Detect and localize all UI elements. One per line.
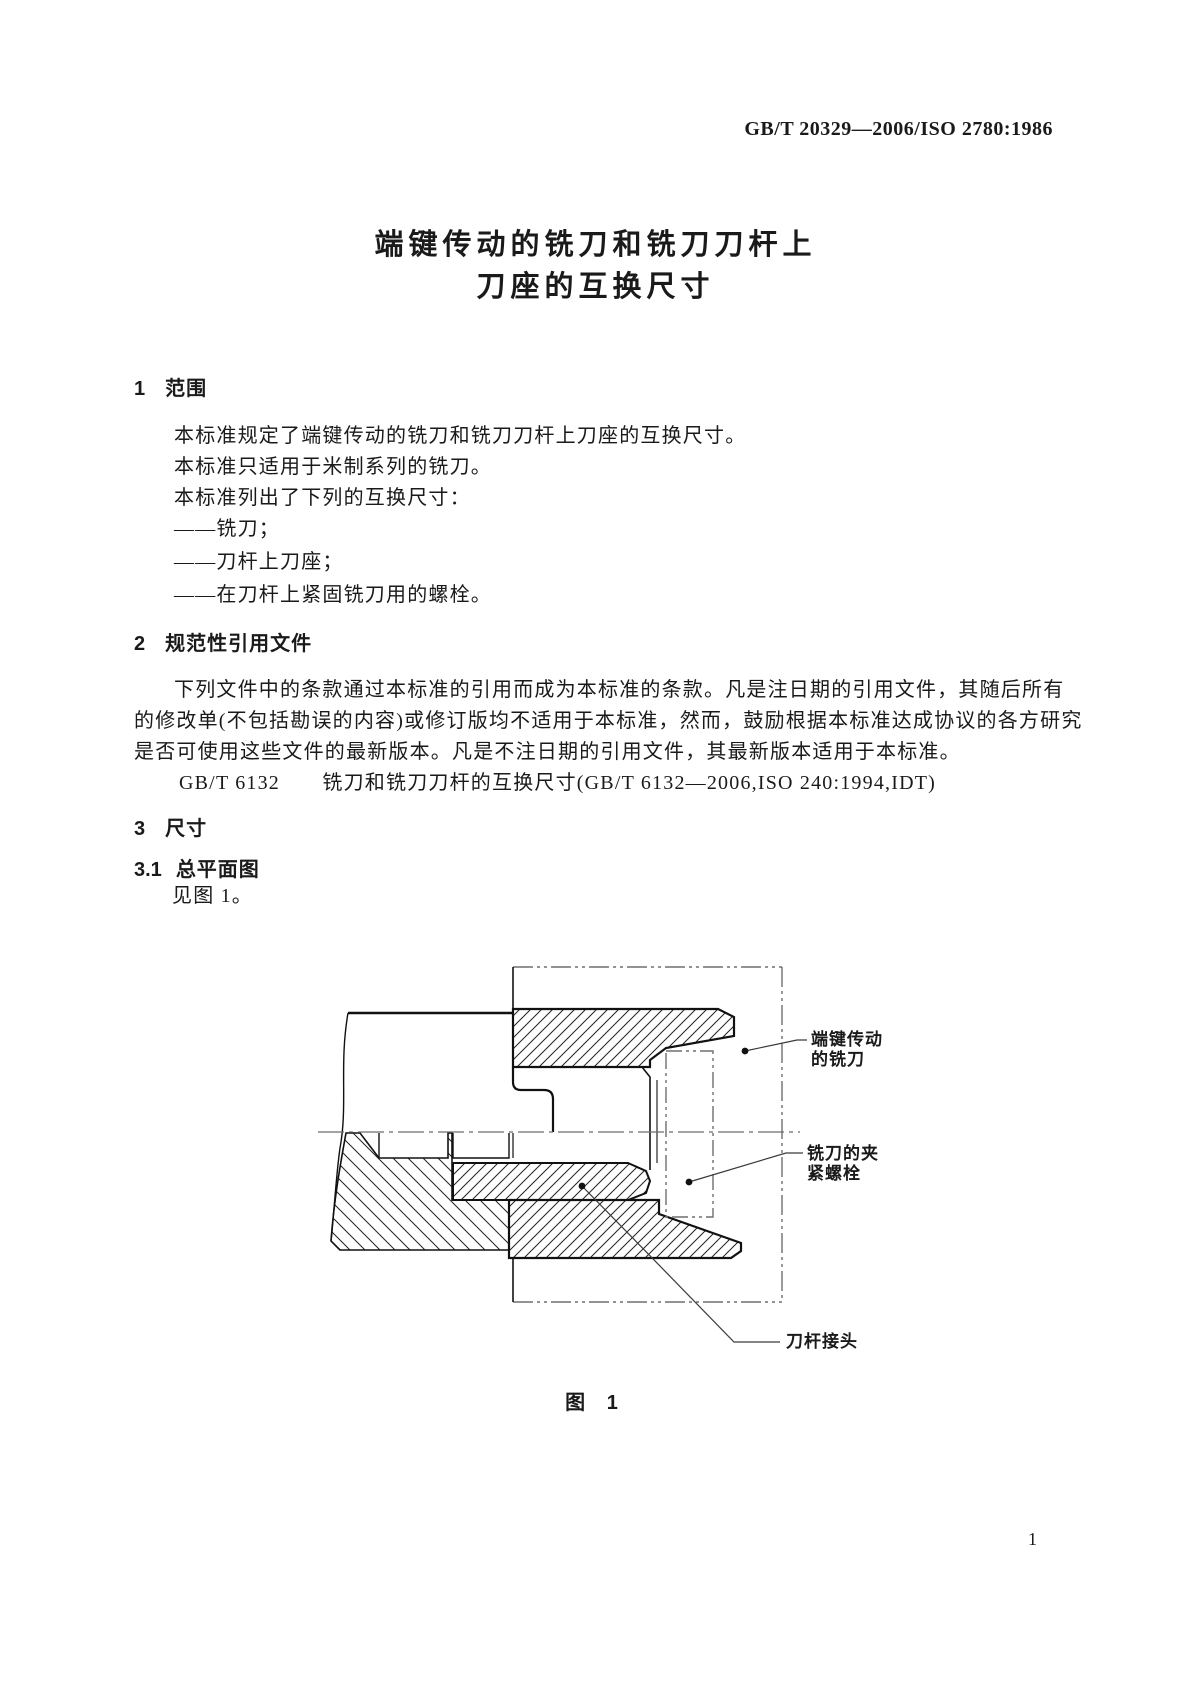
section-3-number: 3	[134, 818, 146, 840]
adapter-leader	[581, 1185, 780, 1343]
paragraph: 本标准只适用于米制系列的铣刀。	[174, 456, 492, 478]
label-clamping-bolt: 铣刀的夹 紧螺栓	[807, 1144, 879, 1183]
arbor-outline	[330, 1011, 555, 1242]
arbor-adapter-section	[452, 1162, 652, 1201]
arbor-section	[330, 1132, 510, 1251]
section-2-number: 2	[134, 633, 146, 655]
list-item: ——在刀杆上紧固铣刀用的螺栓。	[174, 584, 492, 606]
clamping-bolt-outline	[665, 1050, 714, 1218]
paragraph: 本标准规定了端键传动的铣刀和铣刀刀杆上刀座的互换尺寸。	[174, 425, 747, 447]
section-3-1-title: 总平面图	[175, 859, 260, 881]
standard-code-header: GB/T 20329—2006/ISO 2780:1986	[744, 118, 1053, 140]
section-2-title: 规范性引用文件	[165, 633, 313, 655]
leader-lines	[581, 1039, 807, 1343]
section-3-1-heading: 3.1 总平面图	[134, 853, 260, 882]
section-3-1-number: 3.1	[134, 859, 162, 881]
bolt-leader	[688, 1152, 803, 1183]
key-slot	[378, 1132, 514, 1159]
list-item: ——刀杆上刀座；	[174, 551, 344, 573]
label-end-key-cutter: 端键传动 的铣刀	[811, 1030, 883, 1069]
figure-caption: 图 1	[565, 1392, 626, 1414]
label-arbor-adapter: 刀杆接头	[786, 1332, 858, 1351]
break-line	[330, 1012, 349, 1242]
section-1-title: 范围	[165, 378, 208, 400]
paragraph: 的修改单(不包括勘误的内容)或修订版均不适用于本标准，然而，鼓励根据本标准达成协…	[134, 710, 1083, 732]
section-2-heading: 2 规范性引用文件	[134, 627, 312, 656]
cutter-leader	[744, 1039, 807, 1052]
document-title-line2: 刀座的互换尺寸	[476, 271, 715, 303]
paragraph: 本标准列出了下列的互换尺寸：	[174, 487, 471, 509]
bore-edges	[641, 1066, 658, 1170]
paragraph: 下列文件中的条款通过本标准的引用而成为本标准的条款。凡是注日期的引用文件，其随后…	[174, 679, 1065, 701]
cutter-phantom-outline	[513, 966, 783, 1303]
section-1-number: 1	[134, 378, 146, 400]
leader-dots	[578, 1047, 749, 1190]
section-3-title: 尺寸	[165, 818, 208, 840]
normative-reference: GB/T 6132 铣刀和铣刀刀杆的互换尺寸(GB/T 6132—2006,IS…	[179, 772, 937, 794]
see-figure-note: 见图 1。	[172, 885, 253, 907]
document-title-line1: 端键传动的铣刀和铣刀刀杆上	[374, 229, 817, 261]
section-1-heading: 1 范围	[134, 372, 207, 401]
paragraph: 是否可使用这些文件的最新版本。凡是不注日期的引用文件，其最新版本适用于本标准。	[134, 741, 961, 763]
page-number: 1	[1028, 1529, 1037, 1549]
cutter-upper-section	[511, 1007, 736, 1069]
section-3-heading: 3 尺寸	[134, 812, 207, 841]
arbor-step-edge	[511, 1067, 555, 1132]
cutter-lower-section	[507, 1198, 743, 1260]
list-item: ——铣刀；	[174, 518, 280, 540]
